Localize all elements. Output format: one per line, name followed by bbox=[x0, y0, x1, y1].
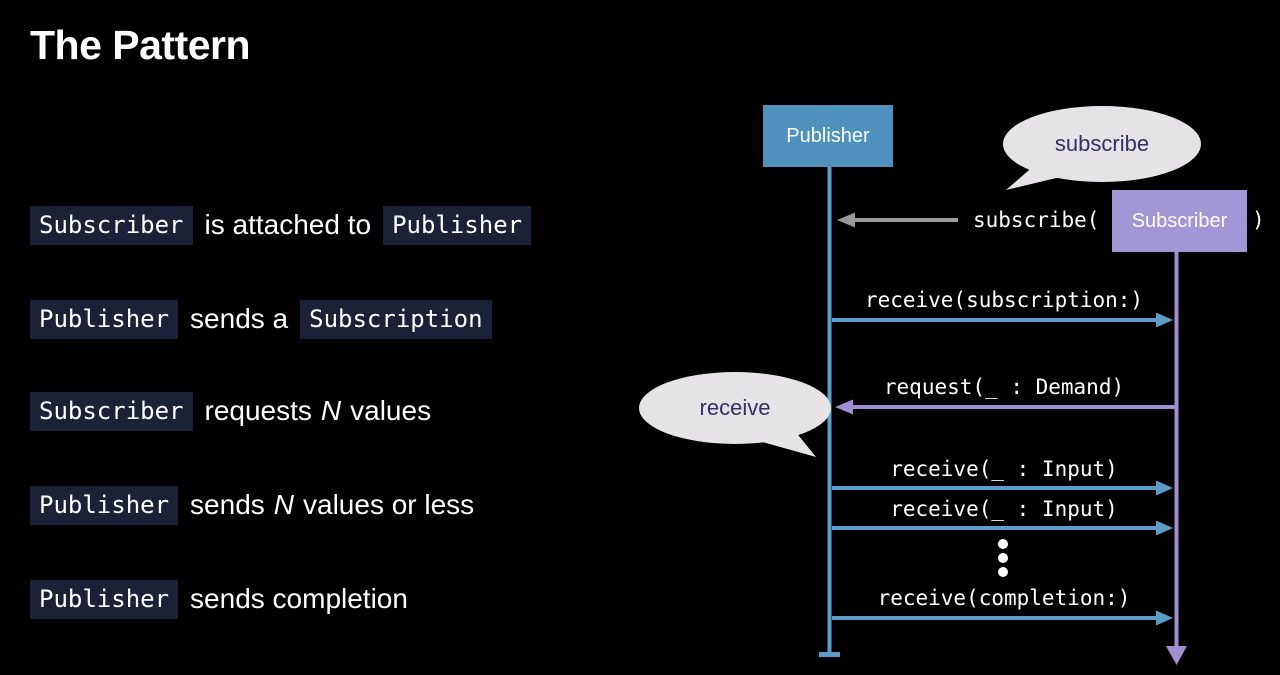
subscriber-actor-box: Subscriber bbox=[1112, 190, 1247, 252]
subscriber-lifeline-arrowhead bbox=[1166, 646, 1187, 665]
bullet-text: sends bbox=[190, 489, 265, 520]
subscribe-call-suffix: ) bbox=[1252, 208, 1265, 232]
receive-bubble-text: receive bbox=[699, 395, 771, 420]
subscriber-lifeline bbox=[1174, 252, 1179, 648]
message-receive-input-2: receive(_ : Input) bbox=[890, 497, 1118, 521]
receive-bubble bbox=[639, 372, 831, 444]
receive-input-arrowhead-2 bbox=[1156, 520, 1173, 536]
bullet-variable-n: N bbox=[273, 489, 294, 520]
bullet-publisher-sends-completion: Publisher sends completion bbox=[30, 578, 420, 620]
bullet-text: requests bbox=[204, 395, 312, 426]
code-chip: Subscription bbox=[300, 299, 492, 339]
request-demand-arrowhead bbox=[835, 399, 853, 415]
code-chip: Subscriber bbox=[30, 391, 193, 431]
bullet-text: sends a bbox=[190, 303, 289, 334]
subscriber-actor-label: Subscriber bbox=[1131, 209, 1228, 232]
code-chip: Subscriber bbox=[30, 205, 193, 245]
ellipsis-dot bbox=[998, 539, 1008, 549]
publisher-actor-label: Publisher bbox=[786, 124, 870, 147]
code-chip: Publisher bbox=[30, 579, 179, 619]
bullet-text: values bbox=[350, 395, 432, 426]
message-request-demand: request(_ : Demand) bbox=[883, 375, 1125, 399]
subscribe-call-prefix: subscribe( bbox=[973, 208, 1100, 232]
subscribe-bubble-text: subscribe bbox=[1054, 131, 1150, 156]
receive-input-arrowhead-1 bbox=[1156, 480, 1173, 496]
ellipsis-dot bbox=[998, 553, 1008, 563]
publisher-actor-box: Publisher bbox=[763, 105, 893, 167]
bullet-publisher-sends-subscription: Publisher sends a Subscription bbox=[30, 298, 492, 340]
subscribe-call-arrowhead bbox=[837, 212, 855, 228]
ellipsis-dot bbox=[998, 567, 1008, 577]
bullet-publisher-sends-values: Publisher sends N values or less bbox=[30, 484, 474, 526]
bullet-text: sends completion bbox=[190, 583, 408, 614]
receive-subscription-arrowhead bbox=[1156, 312, 1173, 328]
bullet-subscriber-requests: Subscriber requests N values bbox=[30, 390, 431, 432]
subscribe-bubble bbox=[1003, 106, 1201, 182]
bullet-text: is attached to bbox=[204, 209, 372, 240]
bullet-subscriber-attached: Subscriber is attached to Publisher bbox=[30, 204, 532, 246]
code-chip: Publisher bbox=[30, 299, 179, 339]
code-chip: Publisher bbox=[383, 205, 532, 245]
receive-completion-arrowhead bbox=[1156, 610, 1173, 626]
message-receive-subscription: receive(subscription:) bbox=[864, 288, 1144, 312]
bullet-text: values or less bbox=[303, 489, 475, 520]
bullet-variable-n: N bbox=[320, 395, 342, 426]
code-chip: Publisher bbox=[30, 485, 179, 525]
message-receive-input-1: receive(_ : Input) bbox=[890, 457, 1118, 481]
page-title: The Pattern bbox=[30, 22, 251, 68]
message-receive-completion: receive(completion:) bbox=[877, 586, 1131, 610]
publisher-lifeline-terminator bbox=[819, 652, 840, 657]
